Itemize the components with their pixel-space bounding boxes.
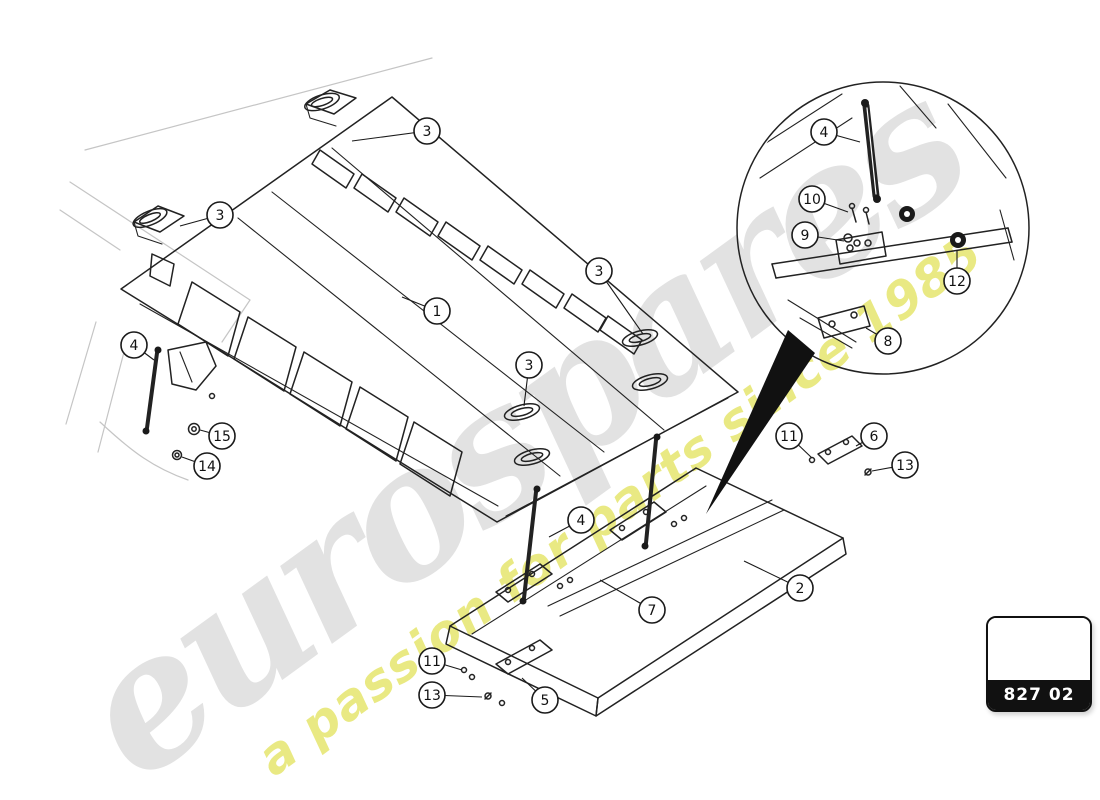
part-number-box: 827 02 — [986, 616, 1092, 712]
callout-number: 2 — [796, 581, 805, 597]
callout-balloon[interactable] — [208, 422, 236, 450]
callout-number: 6 — [870, 429, 879, 445]
part-number-box-blank — [988, 618, 1090, 680]
callout-balloon[interactable] — [120, 331, 148, 359]
callout-number: 1 — [433, 304, 442, 320]
callout-3[interactable]: 3 — [515, 351, 543, 407]
callout-balloon[interactable] — [423, 297, 451, 325]
callout-number: 10 — [803, 192, 821, 208]
callout-3[interactable]: 3 — [179, 201, 234, 229]
callout-14[interactable]: 14 — [181, 452, 221, 480]
callout-balloon[interactable] — [193, 452, 221, 480]
callout-balloon[interactable] — [860, 422, 888, 450]
callout-11[interactable]: 11 — [775, 422, 813, 459]
callout-balloon[interactable] — [791, 221, 819, 249]
callout-15[interactable]: 15 — [199, 422, 236, 450]
callout-number: 11 — [780, 429, 798, 445]
callout-number: 11 — [423, 654, 441, 670]
callout-balloon[interactable] — [874, 327, 902, 355]
callout-balloon[interactable] — [206, 201, 234, 229]
callout-balloon[interactable] — [418, 647, 446, 675]
callout-balloon[interactable] — [418, 681, 446, 709]
callout-3[interactable]: 3 — [585, 257, 644, 335]
callout-balloon[interactable] — [531, 686, 559, 714]
callout-4[interactable]: 4 — [120, 331, 155, 361]
callout-balloon[interactable] — [786, 574, 814, 602]
callout-balloon[interactable] — [891, 451, 919, 479]
callout-7[interactable]: 7 — [599, 579, 666, 624]
callout-13[interactable]: 13 — [418, 681, 483, 709]
detail-circle-content — [751, 85, 1015, 349]
part-number-label: 827 02 — [988, 680, 1090, 710]
callout-12[interactable]: 12 — [943, 250, 971, 295]
spoiler-drawing — [445, 435, 872, 717]
gas-strut-left-assembly — [142, 341, 217, 461]
callout-balloon[interactable] — [515, 351, 543, 379]
callout-6[interactable]: 6 — [855, 422, 888, 450]
callout-2[interactable]: 2 — [743, 560, 814, 602]
callout-1[interactable]: 1 — [401, 296, 451, 325]
callout-number: 5 — [541, 693, 550, 709]
callout-3[interactable]: 3 — [351, 117, 441, 145]
callout-4[interactable]: 4 — [810, 118, 861, 146]
callout-number: 4 — [820, 125, 829, 141]
callout-number: 3 — [423, 124, 432, 140]
callout-balloon[interactable] — [798, 185, 826, 213]
callout-balloon[interactable] — [638, 596, 666, 624]
hinge-tabs — [133, 89, 357, 287]
callout-balloon[interactable] — [413, 117, 441, 145]
callout-number: 13 — [423, 688, 441, 704]
callout-balloon[interactable] — [567, 506, 595, 534]
detail-circle — [736, 81, 1030, 375]
callout-number: 12 — [948, 274, 966, 290]
callout-number: 3 — [595, 264, 604, 280]
latch-slots — [132, 92, 669, 466]
callout-number: 3 — [216, 208, 225, 224]
callout-number: 8 — [884, 334, 893, 350]
callout-balloon[interactable] — [585, 257, 613, 285]
callout-number: 3 — [525, 358, 534, 374]
gas-struts-spoiler — [519, 433, 661, 605]
callout-13[interactable]: 13 — [871, 451, 919, 479]
callout-11[interactable]: 11 — [418, 647, 463, 675]
callout-number: 14 — [198, 459, 216, 475]
callout-balloon[interactable] — [810, 118, 838, 146]
callout-number: 13 — [896, 458, 914, 474]
callout-9[interactable]: 9 — [791, 221, 845, 249]
callout-balloon[interactable] — [943, 267, 971, 295]
callout-8[interactable]: 8 — [865, 327, 902, 355]
callout-4[interactable]: 4 — [548, 506, 595, 538]
callout-number: 4 — [130, 338, 139, 354]
callout-number: 9 — [801, 228, 810, 244]
callout-balloon[interactable] — [775, 422, 803, 450]
callout-number: 7 — [648, 603, 657, 619]
spoiler-end-bracket-right — [808, 435, 872, 476]
callout-number: 4 — [577, 513, 586, 529]
zoom-arrow — [706, 330, 815, 514]
callout-number: 15 — [213, 429, 231, 445]
car-body-context-lines — [59, 57, 433, 481]
callout-10[interactable]: 10 — [798, 185, 849, 213]
callout-5[interactable]: 5 — [521, 677, 559, 714]
